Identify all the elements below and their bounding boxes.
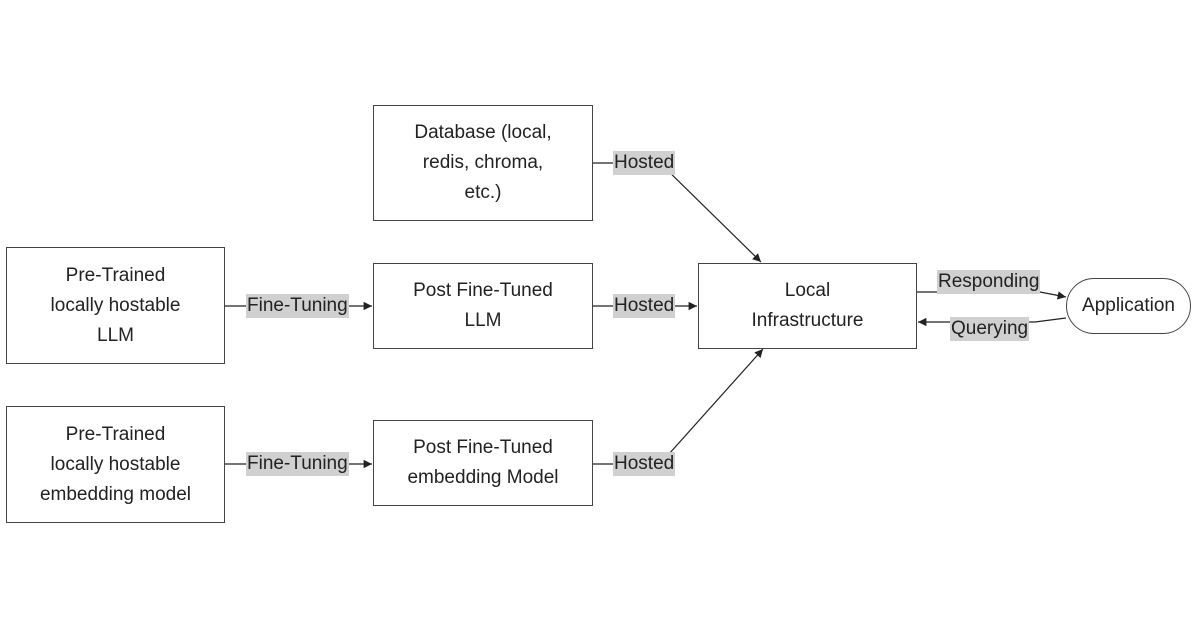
edge-label-responding: Responding <box>937 270 1041 294</box>
edge-hosted-database <box>592 162 762 263</box>
node-label-line: Infrastructure <box>751 310 864 331</box>
node-label-line: Pre-Trained <box>65 423 166 445</box>
pretrained-llm-node: Pre-Trained locally hostable LLM <box>6 247 225 364</box>
node-label-line: etc.) <box>464 182 502 203</box>
edge-label-finetuning-embedding: Fine-Tuning <box>246 452 349 476</box>
edge-label-hosted-embedding: Hosted <box>613 452 676 476</box>
pretrained-embedding-node: Pre-Trained locally hostable embedding m… <box>6 406 225 523</box>
edge-hosted-embedding <box>592 348 764 465</box>
node-label-line: LLM <box>97 324 134 346</box>
node-label-line: redis, chroma, <box>422 152 544 173</box>
edge-label-hosted-llm: Hosted <box>613 294 676 318</box>
node-label-line: embedding Model <box>407 467 559 488</box>
node-label-line: Application <box>1082 295 1175 316</box>
database-node: Database (local, redis, chroma, etc.) <box>373 105 593 221</box>
node-label-line: locally hostable <box>50 294 181 316</box>
node-label-line: Local <box>784 280 831 301</box>
node-label-line: Post Fine-Tuned <box>413 280 553 301</box>
edge-label-hosted-database: Hosted <box>613 151 676 175</box>
application-node: Application <box>1066 278 1191 334</box>
node-label-line: embedding model <box>39 483 192 505</box>
node-label-line: Database (local, <box>414 122 552 143</box>
node-label-line: LLM <box>464 310 502 331</box>
edge-label-querying: Querying <box>950 317 1030 341</box>
node-label-line: locally hostable <box>50 453 181 475</box>
node-label-line: Post Fine-Tuned <box>413 437 553 458</box>
node-label-line: Pre-Trained <box>65 264 166 286</box>
post-finetuned-llm-node: Post Fine-Tuned LLM <box>373 263 593 349</box>
edge-label-finetuning-llm: Fine-Tuning <box>246 294 349 318</box>
post-finetuned-embedding-node: Post Fine-Tuned embedding Model <box>373 420 593 506</box>
local-infrastructure-node: Local Infrastructure <box>698 263 917 349</box>
